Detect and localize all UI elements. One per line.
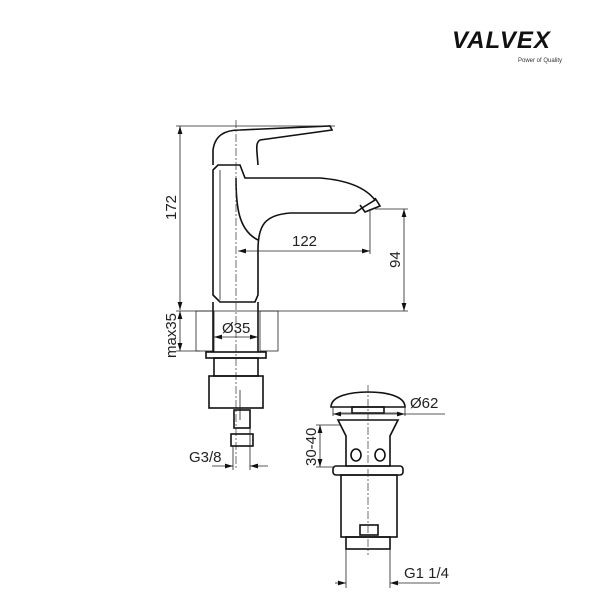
drain-drawing — [330, 385, 406, 555]
height-label: 172 — [163, 195, 180, 220]
faucet-dimension-lines — [176, 125, 408, 469]
hole-diameter-label: Ø35 — [222, 320, 250, 337]
cap-diameter-label: Ø62 — [410, 395, 438, 412]
drain-dimension-lines — [316, 407, 445, 588]
logo-wordmark: VALVEX — [452, 27, 551, 54]
spout-reach-label: 122 — [292, 233, 317, 250]
faucet-drawing — [195, 120, 382, 470]
spout-height-label: 94 — [387, 251, 404, 268]
max-thickness-label: max35 — [163, 313, 180, 358]
connection-thread-label: G3/8 — [189, 449, 222, 466]
logo-tagline: Power of Quality — [518, 58, 563, 64]
adjust-range-label: 30-40 — [303, 428, 320, 466]
valvex-logo: VALVEX Power of Quality — [452, 28, 582, 68]
drain-thread-label: G1 1/4 — [404, 565, 449, 582]
